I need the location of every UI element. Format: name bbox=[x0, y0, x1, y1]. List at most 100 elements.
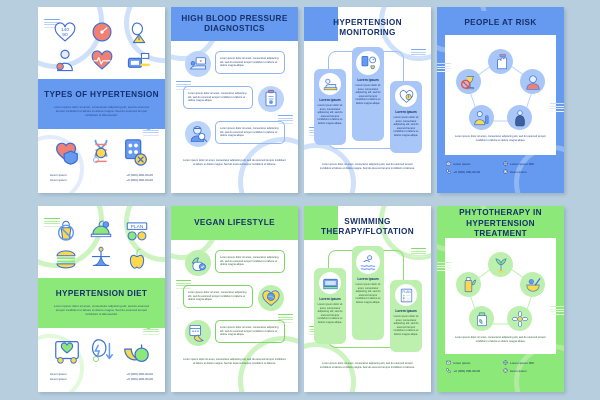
burger-cross-icon bbox=[53, 246, 79, 272]
pressure-gauge-icon bbox=[89, 19, 115, 45]
contact-site[interactable]: Lorem ipsum 000 bbox=[502, 161, 556, 166]
heart-alert-icon bbox=[395, 85, 417, 107]
headache-person-icon[interactable] bbox=[520, 69, 545, 94]
page-title: TYPES OF HYPERTENSION bbox=[44, 90, 159, 100]
swimmer-icon bbox=[356, 250, 380, 274]
panel-subtitle: Lorem ipsum dolor sit amet, consectetur … bbox=[53, 303, 150, 317]
step-text: Lorem ipsum dolor sit amet, consectetur … bbox=[393, 315, 419, 336]
footer-right-line-2: +0 (000)-000-00-00 bbox=[126, 178, 153, 182]
footer-right-line-2: +0 (000)-000-00-00 bbox=[126, 377, 153, 381]
doctor-monitor-icon bbox=[185, 51, 211, 77]
dna-icon bbox=[86, 137, 116, 167]
contact-site[interactable]: Lorem ipsum 000 bbox=[502, 360, 556, 365]
panel-title-band: SWIMMING THERAPY/FLOTATION bbox=[304, 212, 431, 242]
step-caption: Lorem ipsum bbox=[395, 309, 417, 313]
step-caption: Lorem ipsum bbox=[319, 297, 341, 301]
page-title: HYPERTENSION MONITORING bbox=[333, 17, 402, 38]
contact-phone[interactable]: +0 (000) 000-00-00 bbox=[446, 368, 499, 373]
earth-heart-icon bbox=[258, 285, 284, 311]
step-caption: Lorem ipsum bbox=[395, 110, 417, 114]
svg-text:PLAN: PLAN bbox=[402, 289, 411, 293]
panel-title-band: PEOPLE AT RISK bbox=[437, 11, 564, 35]
step-card[interactable]: Lorem ipsum Lorem ipsum dolor sit amet, … bbox=[314, 268, 346, 344]
info-card-text: Lorem ipsum dolor sit amet, consectetur … bbox=[188, 92, 247, 103]
step-text: Lorem ipsum dolor sit amet, consectetur … bbox=[355, 84, 381, 105]
info-card[interactable]: Lorem ipsum dolor sit amet, consectetur … bbox=[215, 320, 285, 343]
vegetables-plate-icon bbox=[88, 218, 114, 244]
mail-icon bbox=[446, 161, 451, 166]
smoking-hand-icon[interactable] bbox=[488, 49, 513, 74]
healthy-heart-meal-icon bbox=[52, 336, 82, 366]
step-caption: Lorem ipsum bbox=[319, 98, 341, 102]
panel-footer-note: Lorem ipsum dolor sit amet, consectetur … bbox=[455, 336, 546, 343]
herbs-bundle-icon[interactable] bbox=[488, 252, 513, 277]
doctor-magnifier-icon bbox=[185, 121, 211, 147]
contact-site-label: Lorem ipsum 000 bbox=[510, 360, 534, 365]
panel-title-band: TYPES OF HYPERTENSION Lorem ipsum dolor … bbox=[38, 79, 165, 129]
step-text: Lorem ipsum dolor sit amet, consectetur … bbox=[393, 116, 419, 137]
herbal-oil-icon[interactable] bbox=[456, 272, 481, 297]
info-card[interactable]: Lorem ipsum dolor sit amet, consectetur … bbox=[183, 285, 253, 308]
contact-email[interactable]: lorem ipsum bbox=[446, 161, 499, 166]
weight-scale-icon bbox=[88, 246, 114, 272]
social-icon bbox=[502, 368, 508, 373]
step-caption: Lorem ipsum bbox=[357, 277, 379, 281]
panel-phytotherapy-in-hypertension-treatment[interactable]: PHYTOTHERAPY IN HYPERTENSION TREATMENT bbox=[437, 206, 564, 392]
contact-social[interactable]: lorem ipsum bbox=[502, 368, 556, 373]
panel-vegan-lifestyle[interactable]: VEGAN LIFESTYLE Lorem ipsum dolor sit am… bbox=[171, 206, 298, 392]
info-card[interactable]: Lorem ipsum dolor sit amet, consectetur … bbox=[215, 51, 285, 74]
no-alcohol-icon[interactable] bbox=[456, 69, 481, 94]
panel-footer-note: Lorem ipsum dolor sit amet, consectetur … bbox=[455, 135, 546, 142]
page-title: HYPERTENSION DIET bbox=[55, 289, 148, 299]
svg-text:140: 140 bbox=[60, 27, 68, 33]
heart-stethoscope-icon bbox=[89, 47, 115, 73]
flower-chamomile-icon[interactable] bbox=[507, 306, 532, 331]
panel-hypertension-diet[interactable]: PLAN HYPERTENSION DIET Lorem ipsum dolor… bbox=[38, 206, 165, 392]
contact-phone[interactable]: +0 (000) 000-00-00 bbox=[446, 169, 499, 174]
clipboard-stethoscope-icon bbox=[258, 86, 284, 112]
phone-icon bbox=[446, 368, 451, 373]
globe-icon bbox=[502, 360, 508, 365]
heart-shield-icon bbox=[52, 137, 82, 167]
contact-email[interactable]: lorem ipsum bbox=[446, 360, 499, 365]
step-card[interactable]: Lorem ipsum Lorem ipsum dolor sit amet, … bbox=[390, 81, 422, 153]
panel-hypertension-monitoring[interactable]: HYPERTENSION MONITORING Lorem ipsum Lore… bbox=[304, 7, 431, 193]
kidney-warning-icon bbox=[126, 19, 152, 45]
contact-social[interactable]: lorem ipsum bbox=[502, 169, 556, 174]
step-text: Lorem ipsum dolor sit amet, consectetur … bbox=[317, 104, 343, 125]
step-card[interactable]: PLAN Lorem ipsum Lorem ipsum dolor sit a… bbox=[390, 280, 422, 352]
panel-footer-note: Lorem ipsum dolor sit amet, consectetur … bbox=[183, 358, 286, 365]
panel-title-band: HYPERTENSION DIET Lorem ipsum dolor sit … bbox=[38, 278, 165, 328]
info-card-text: Lorem ipsum dolor sit amet, consectetur … bbox=[220, 256, 279, 267]
info-card-text: Lorem ipsum dolor sit amet, consectetur … bbox=[220, 127, 279, 138]
info-card[interactable]: Lorem ipsum dolor sit amet, consectetur … bbox=[183, 86, 253, 109]
mortar-pestle-icon[interactable] bbox=[520, 272, 545, 297]
herbal-jar-icon[interactable] bbox=[469, 306, 494, 331]
flotation-tank-icon bbox=[319, 272, 341, 294]
no-salt-icon bbox=[53, 218, 79, 244]
step-text: Lorem ipsum dolor sit amet, consectetur … bbox=[317, 303, 343, 324]
panel-title-band: HYPERTENSION MONITORING bbox=[304, 13, 431, 43]
page-title: PEOPLE AT RISK bbox=[464, 17, 537, 27]
blood-pressure-monitor-icon bbox=[126, 47, 152, 73]
pill-blister-icon bbox=[121, 137, 151, 167]
info-card-text: Lorem ipsum dolor sit amet, consectetur … bbox=[220, 57, 279, 68]
low-sodium-icon bbox=[86, 336, 116, 366]
step-card[interactable]: Lorem ipsum Lorem ipsum dolor sit amet, … bbox=[352, 47, 384, 141]
meal-plan-icon: PLAN bbox=[124, 218, 150, 244]
step-card[interactable]: Lorem ipsum Lorem ipsum dolor sit amet, … bbox=[314, 69, 346, 145]
step-card[interactable]: Lorem ipsum Lorem ipsum dolor sit amet, … bbox=[352, 246, 384, 340]
overweight-person-icon[interactable] bbox=[507, 105, 532, 130]
info-card[interactable]: Lorem ipsum dolor sit amet, consectetur … bbox=[215, 121, 285, 144]
panel-high-blood-pressure-diagnostics[interactable]: HIGH BLOOD PRESSURE DIAGNOSTICS Lorem ip… bbox=[171, 7, 298, 193]
drinking-person-icon[interactable] bbox=[469, 105, 494, 130]
panel-people-at-risk[interactable]: PEOPLE AT RISK bbox=[437, 7, 564, 193]
footer-left-line-2: lorem ipsum bbox=[50, 377, 67, 381]
panel-swimming-therapy-flotation[interactable]: SWIMMING THERAPY/FLOTATION Lorem ipsum L… bbox=[304, 206, 431, 392]
contact-list: lorem ipsum Lorem ipsum 000 +0 (000) 000… bbox=[437, 161, 564, 174]
panel-footer-note: Lorem ipsum dolor sit amet, consectetur … bbox=[320, 362, 415, 369]
step-text: Lorem ipsum dolor sit amet, consectetur … bbox=[355, 283, 381, 304]
info-card[interactable]: Lorem ipsum dolor sit amet, consectetur … bbox=[215, 250, 285, 273]
